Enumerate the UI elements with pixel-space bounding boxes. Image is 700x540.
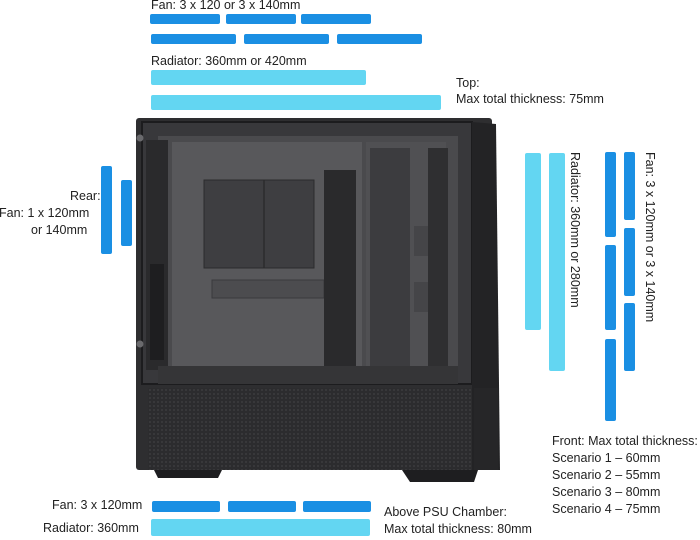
front-panel <box>472 122 500 470</box>
psu-shroud-top <box>158 366 458 384</box>
bottom-psu-title: Above PSU Chamber: <box>384 505 507 519</box>
top-radiator-bar-360 <box>151 70 366 85</box>
bottom-fan-bar-2 <box>228 501 296 512</box>
front-scenario-4: Scenario 4 – 75mm <box>552 502 661 516</box>
top-radiator-label: Radiator: 360mm or 420mm <box>151 54 307 68</box>
top-fan-bar-6 <box>337 34 422 44</box>
top-fan-bar-5 <box>244 34 329 44</box>
rear-fan-label: Fan: 1 x 120mm <box>0 206 90 220</box>
cpu-cutout <box>203 179 315 269</box>
front-foot <box>402 470 478 482</box>
bottom-fan-bar-1 <box>152 501 220 512</box>
bottom-radiator-label: Radiator: 360mm <box>43 521 139 535</box>
front-fan-label: Fan: 3 x 120mm or 3 x 140mm <box>643 152 657 323</box>
top-thickness-title: Top: <box>456 76 480 90</box>
rear-fan-label-2: or 140mm <box>31 223 88 237</box>
top-fan-label: Fan: 3 x 120 or 3 x 140mm <box>151 0 301 12</box>
front-fan-bar-140-1 <box>605 152 616 237</box>
top-thickness-value: Max total thickness: 75mm <box>456 92 604 106</box>
front-fan-bar-120-2 <box>624 228 635 296</box>
front-scenario-3: Scenario 3 – 80mm <box>552 485 661 499</box>
front-radiator-label: Radiator: 360mm or 280mm <box>568 152 582 308</box>
psu-shroud-mesh <box>148 388 472 470</box>
top-fan-bar-3 <box>301 14 371 24</box>
top-fan-bar-4 <box>151 34 236 44</box>
front-scenario-2: Scenario 2 – 55mm <box>552 468 661 482</box>
top-fan-bar-1 <box>150 14 220 24</box>
thumbscrew <box>136 340 144 348</box>
bottom-psu-value: Max total thickness: 80mm <box>384 522 532 536</box>
front-fan-bar-140-2 <box>605 245 616 330</box>
front-thickness-block: Front: Max total thickness: Scenario 1 –… <box>552 433 698 518</box>
bottom-radiator-bar <box>151 519 370 536</box>
rear-fan-bar-120 <box>121 180 132 246</box>
front-radiator-bar-360 <box>549 153 565 371</box>
top-fan-bar-2 <box>226 14 296 24</box>
cable-cutout <box>211 279 325 299</box>
bottom-fan-label: Fan: 3 x 120mm <box>52 498 143 512</box>
pc-case-illustration <box>136 118 500 482</box>
rear-foot <box>154 470 222 478</box>
front-thickness-title: Front: Max total thickness: <box>552 434 698 448</box>
thumbscrew <box>136 134 144 142</box>
cable-management-bar <box>324 170 356 374</box>
rear-fan-bar-140 <box>101 166 112 254</box>
bottom-fan-bar-3 <box>303 501 371 512</box>
front-fan-bar-120-1 <box>624 152 635 220</box>
front-scenario-1: Scenario 1 – 60mm <box>552 451 661 465</box>
top-radiator-bar-420 <box>151 95 441 110</box>
front-fan-bar-120-3 <box>624 303 635 371</box>
rear-title: Rear: <box>70 189 101 203</box>
pci-slots <box>150 264 164 360</box>
front-fan-bar-140-3 <box>605 339 616 421</box>
drive-cage <box>370 148 410 368</box>
front-radiator-bar-280 <box>525 153 541 330</box>
